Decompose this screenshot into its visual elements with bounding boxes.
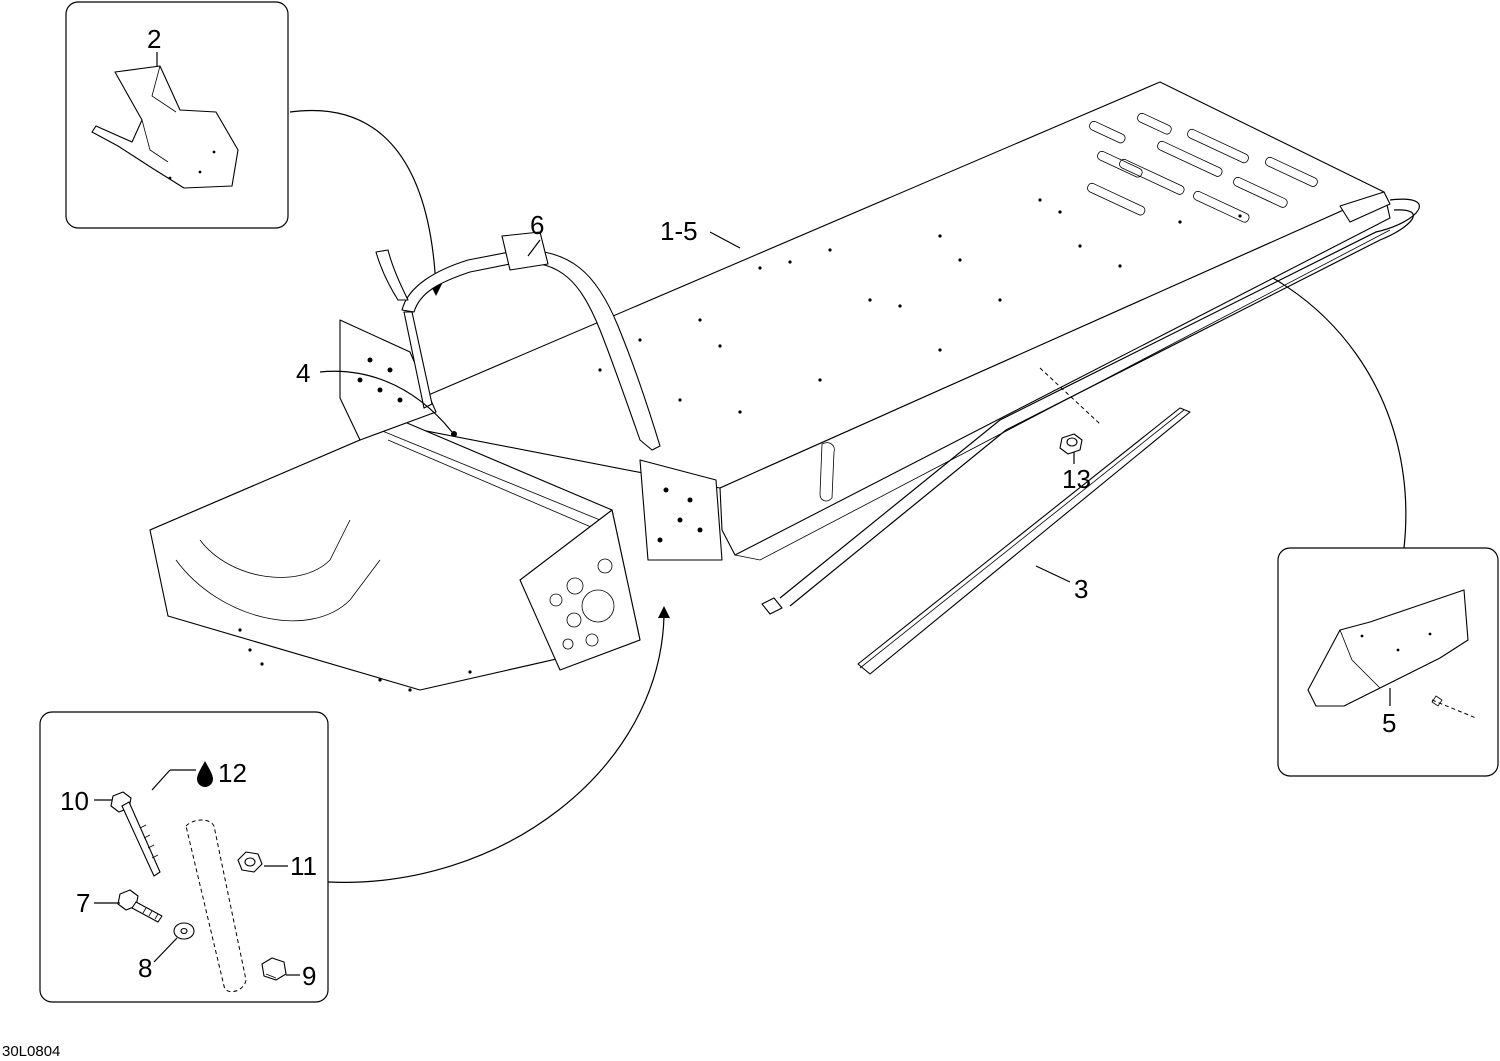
callout-11: 11 xyxy=(290,851,317,881)
leader-6 xyxy=(527,239,541,257)
callout-12: 12 xyxy=(218,758,247,788)
callout-10: 10 xyxy=(60,786,89,816)
nut-part-11 xyxy=(237,851,263,873)
deck-rivets xyxy=(598,198,1242,414)
callout-5: 5 xyxy=(1382,708,1396,738)
detail-box-part-5: 5 xyxy=(1277,547,1499,777)
left-plate-holes xyxy=(357,357,403,403)
slide-rail-part-3 xyxy=(857,407,1191,675)
leader-4 xyxy=(319,370,453,433)
leader-1-5 xyxy=(709,231,741,249)
callout-7: 7 xyxy=(76,888,90,918)
callout-2: 2 xyxy=(147,24,161,54)
callout-8: 8 xyxy=(138,953,152,983)
right-plate-holes xyxy=(657,487,703,543)
chassis-frame-part-1 xyxy=(149,81,1420,692)
lightening-holes xyxy=(549,558,615,650)
callout-1-5: 1-5 xyxy=(660,216,698,246)
callout-13: 13 xyxy=(1062,464,1091,494)
washer-part-8 xyxy=(173,922,195,940)
callout-9: 9 xyxy=(302,961,316,991)
detail-box-part-2: 2 xyxy=(65,1,289,229)
deck-slots xyxy=(1087,112,1318,223)
plug-part-13 xyxy=(1039,367,1101,455)
callout-6: 6 xyxy=(530,210,544,240)
front-rivets xyxy=(238,628,472,692)
callout-4: 4 xyxy=(296,358,310,388)
figure-code: 30L0804 xyxy=(2,1043,60,1060)
bracket-part-2 xyxy=(91,65,239,189)
strap-outline xyxy=(185,819,247,993)
plate-part-5 xyxy=(1307,589,1469,707)
bolt-part-7 xyxy=(117,889,163,923)
bolt-part-10 xyxy=(110,791,161,877)
callout-3: 3 xyxy=(1074,574,1088,604)
detail-box-hardware: 10 12 11 7 8 9 xyxy=(39,711,329,1003)
cap-nut-part-9 xyxy=(261,957,287,981)
thread-locker-drop-icon xyxy=(197,761,213,787)
